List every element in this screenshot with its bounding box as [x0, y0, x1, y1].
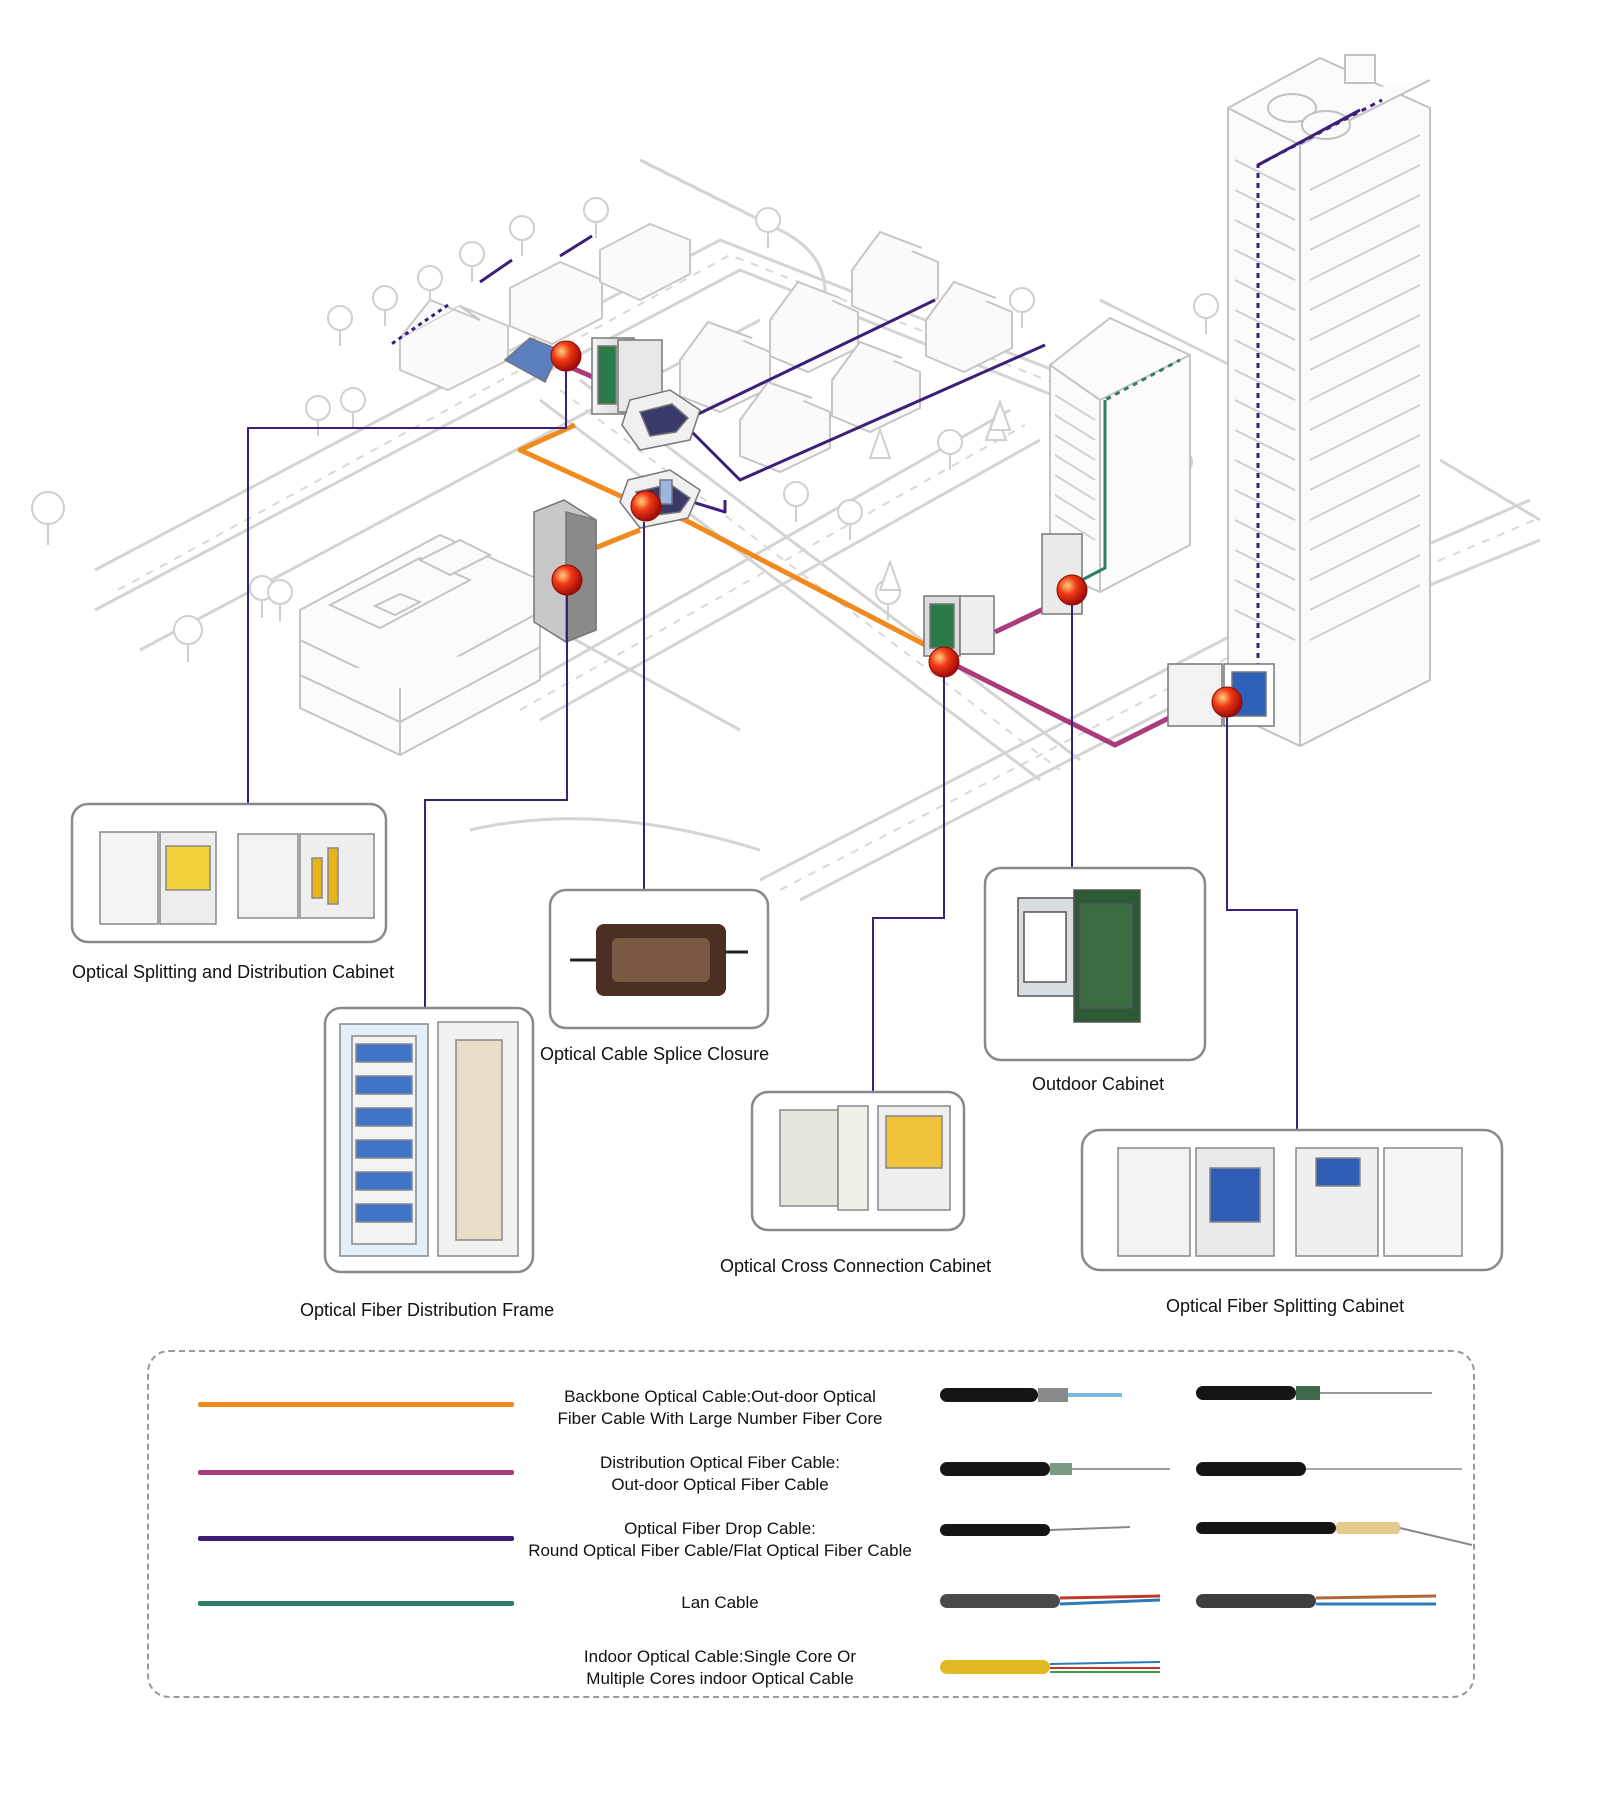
legend-text-line: Lan Cable: [681, 1593, 759, 1612]
office-building: [299, 533, 541, 757]
cable-legend: [147, 1350, 1475, 1698]
node-marker: [630, 490, 662, 522]
product-image-fiber-splitting: [1117, 1147, 1463, 1257]
legend-text-line: Round Optical Fiber Cable/Flat Optical F…: [528, 1541, 912, 1560]
product-image-distribution-frame: [339, 1021, 519, 1257]
product-image-splitting-distribution: [99, 831, 375, 925]
houses-top: [399, 222, 691, 392]
label-fiber-splitting: Optical Fiber Splitting Cabinet: [1166, 1296, 1405, 1316]
product-image-outdoor-cabinet: [1017, 889, 1141, 1023]
legend-swatch-lan: [198, 1601, 514, 1606]
legend-text-backbone: Backbone Optical Cable:Out-door Optical …: [520, 1386, 920, 1430]
trees: [31, 197, 1219, 662]
houses-right: [679, 230, 1013, 474]
label-cross-connection: Optical Cross Connection Cabinet: [720, 1256, 992, 1276]
legend-text-lan: Lan Cable: [520, 1592, 920, 1614]
node-marker: [551, 564, 583, 596]
legend-text-line: Out-door Optical Fiber Cable: [611, 1475, 829, 1494]
label-splice-closure: Optical Cable Splice Closure: [540, 1044, 770, 1064]
node-marker: [928, 646, 960, 678]
legend-text-indoor: Indoor Optical Cable:Single Core Or Mult…: [520, 1646, 920, 1690]
lan-cable-icon: [940, 1594, 1437, 1608]
connection-nodes: [550, 340, 1243, 718]
node-marker: [1056, 574, 1088, 606]
leader-lines: [247, 364, 1298, 1130]
lan-cable-route: [1077, 358, 1181, 584]
label-splitting-distribution: Optical Splitting and Distribution Cabin…: [72, 962, 395, 982]
label-distribution-frame: Optical Fiber Distribution Frame: [300, 1300, 555, 1320]
legend-text-line: Distribution Optical Fiber Cable:: [600, 1453, 840, 1472]
legend-text-line: Multiple Cores indoor Optical Cable: [586, 1669, 854, 1688]
node-marker: [1211, 686, 1243, 718]
product-image-splice-closure: [570, 924, 748, 996]
tall-tower-floors: [1234, 134, 1421, 641]
label-outdoor-cabinet: Outdoor Cabinet: [1032, 1074, 1165, 1094]
legend-text-drop: Optical Fiber Drop Cable: Round Optical …: [520, 1518, 920, 1562]
indoor-cable-icon: [940, 1660, 1161, 1674]
legend-text-line: Indoor Optical Cable:Single Core Or: [583, 1647, 857, 1666]
node-marker: [550, 340, 582, 372]
legend-text-line: Fiber Cable With Large Number Fiber Core: [557, 1409, 883, 1428]
armored-cable-icon: [940, 1386, 1432, 1402]
mid-tower-floors: [1054, 394, 1096, 541]
legend-swatch-drop: [198, 1536, 514, 1541]
outdoor-cable-icon: [940, 1462, 1462, 1476]
product-image-cross-connection: [779, 1105, 951, 1211]
tall-tower: [1227, 54, 1431, 748]
legend-swatch-distribution: [198, 1470, 514, 1475]
legend-text-line: Backbone Optical Cable:Out-door Optical: [564, 1387, 876, 1406]
drop-cable-icon: [940, 1522, 1473, 1546]
legend-swatch-backbone: [198, 1402, 514, 1407]
legend-text-distribution: Distribution Optical Fiber Cable: Out-do…: [520, 1452, 920, 1496]
mid-tower: [1049, 316, 1191, 594]
legend-text-line: Optical Fiber Drop Cable:: [624, 1519, 816, 1538]
